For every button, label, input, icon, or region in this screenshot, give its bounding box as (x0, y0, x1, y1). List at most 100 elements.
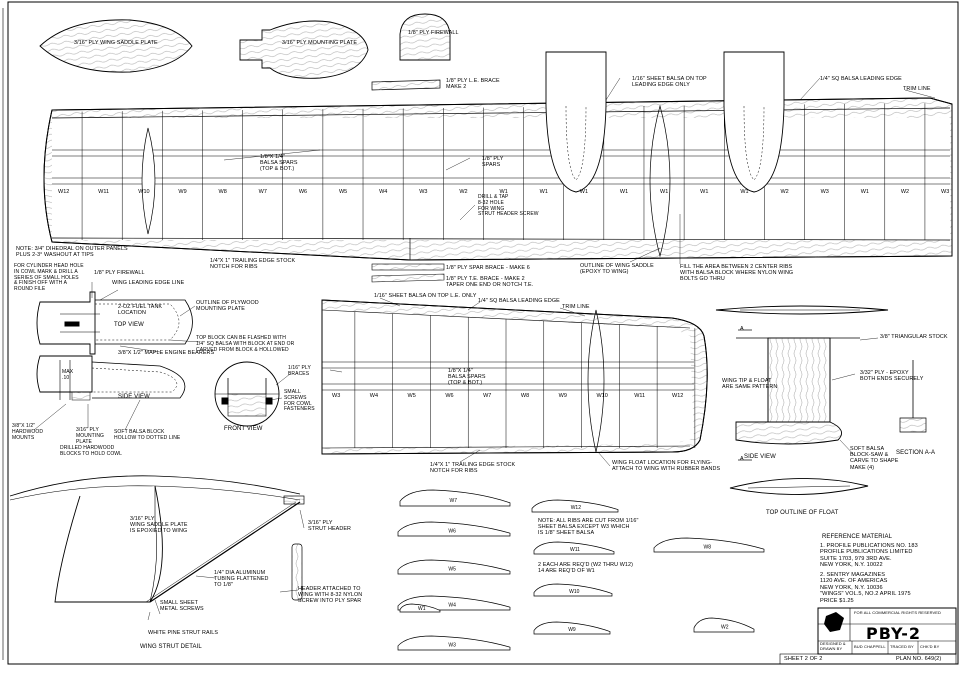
rib-template-shape (399, 489, 511, 507)
ribs-note: NOTE: ALL RIBS ARE CUT FROM 1/16" SHEET … (538, 518, 639, 537)
rib-template-shape (397, 559, 511, 575)
rights-text: FOR ALL COMMERCIAL RIGHTS RESERVED (854, 610, 942, 615)
small-screws-label: SMALL SCREWS FOR COWL FASTENERS (284, 389, 315, 413)
ply-braces-label: 1/16" PLY BRACES (288, 365, 311, 377)
nacelle-top-view (36, 291, 193, 355)
drawing-title: PBY-2 (866, 624, 922, 643)
trim-line-2-label: TRIM LINE (562, 304, 590, 310)
ply-epoxy-label: 3/32" PLY - EPOXY BOTH ENDS SECURELY (860, 370, 924, 383)
fuel-tank-label: 2-OZ FUEL TANK LOCATION (118, 304, 163, 317)
rib-template-label: W10 (569, 589, 580, 595)
max-label: MAX .10 (62, 369, 74, 381)
rib-template-shape (397, 521, 511, 537)
rib-template-shape (533, 621, 611, 635)
rib-template-label: W7 (450, 498, 458, 504)
le-brace-part (371, 79, 441, 91)
rib-template-label: W5 (448, 567, 456, 573)
plan-number: PLAN NO. 649(2) (896, 656, 942, 662)
main-wing-rib-label: W5 (339, 189, 347, 195)
soft-block-label: SOFT BALSA BLOCK HOLLOW TO DOTTED LINE (114, 429, 181, 441)
outer-panel-rib-label: W5 (408, 393, 416, 399)
rib-template-label: W1 (418, 606, 426, 612)
soft-balsa-float-label: SOFT BALSA BLOCK-SAW & CARVE TO SHAPE MA… (850, 446, 899, 471)
wing-le-line-label: WING LEADING EDGE LINE (112, 280, 185, 286)
sheet-border (7, 1, 959, 665)
main-wing-rib-label: W2 (459, 189, 467, 195)
outer-panel-rib-label: W10 (596, 393, 607, 399)
main-wing-rib-label: W3 (821, 189, 829, 195)
main-wing-rib-label: W1 (740, 189, 748, 195)
white-pine-label: WHITE PINE STRUT RAILS (148, 630, 219, 636)
outer-panel-rib-label: W6 (445, 393, 453, 399)
main-wing-rib-label: W1 (700, 189, 708, 195)
same-pattern-label: WING TIP & FLOAT ARE SAME PATTERN (722, 378, 778, 391)
left-nacelle (545, 51, 607, 193)
sheet-top-le-2-label: 1/16" SHEET BALSA ON TOP L.E. ONLY (374, 293, 477, 299)
title-block (779, 607, 957, 665)
trim-line-label: TRIM LINE (903, 86, 931, 92)
triangular-stock-label: 3/8" TRIANGULAR STOCK (880, 334, 948, 340)
checked-label: CHK'D BY (920, 644, 940, 649)
main-wing-rib-label: W3 (941, 189, 949, 195)
firewall-part (399, 13, 451, 61)
rib-template-shape (533, 583, 613, 597)
drill-tap-label: DRILL & TAP 8-32 HOLE FOR WING STRUT HEA… (478, 194, 539, 218)
saddle-outline-label: OUTLINE OF WING SADDLE (EPOXY TO WING) (580, 263, 654, 276)
main-wing-rib-label: W6 (299, 189, 307, 195)
rib-template-label: W2 (721, 625, 729, 631)
saddle-plate-epoxied-label: 3/16" PLY WING SADDLE PLATE IS EPOXIED T… (130, 516, 188, 535)
mounting-plate-part (239, 20, 369, 79)
rib-template-shape (397, 635, 511, 651)
top-view-caption: TOP VIEW (114, 322, 144, 328)
main-wing-rib-label: W2 (901, 189, 909, 195)
spar-brace-part (371, 263, 445, 271)
rib-template-shape (653, 537, 765, 553)
main-wing-rib-label: W9 (178, 189, 186, 195)
rib-template-label: W4 (448, 603, 456, 609)
outer-panel-rib-label: W8 (521, 393, 529, 399)
main-wing-rib-label: W1 (660, 189, 668, 195)
main-wing-rib-label: W4 (379, 189, 387, 195)
nacelle-front-view (214, 361, 280, 427)
mounting-plate-label: 3/16" PLY MOUNTING PLATE (282, 40, 358, 46)
firewall-label: 1/8" PLY FIREWALL (408, 30, 459, 36)
reference-item-1: 1. PROFILE PUBLICATIONS NO. 183 PROFILE … (820, 543, 918, 569)
ply-spars-label: 1/8" PLY SPARS (482, 156, 504, 169)
main-wing-rib-label: W12 (58, 189, 69, 195)
outer-panel-rib-label: W11 (634, 393, 645, 399)
rib-template-shape (531, 499, 619, 513)
reqd-note: 2 EACH ARE REQ'D (W2 THRU W12) 14 ARE RE… (538, 562, 633, 575)
rib-template-label: W11 (570, 547, 580, 553)
float-assembly (715, 305, 927, 495)
ply-mounting-plate-label: 3/16" PLY MOUNTING PLATE (76, 427, 105, 445)
float-side-view-caption: SIDE VIEW (744, 454, 776, 460)
main-wing-rib-label: W1 (580, 189, 588, 195)
main-wing-rib-label: W2 (780, 189, 788, 195)
header-attached-label: HEADER ATTACHED TO WING WITH 8-32 NYLON … (298, 586, 363, 605)
rib-template-shape (399, 603, 441, 613)
main-wing-rib-label: W1 (540, 189, 548, 195)
main-wing-rib-label: W1 (861, 189, 869, 195)
rib-template-label: W12 (571, 505, 582, 511)
nacelle-side-view (36, 355, 186, 401)
rib-template-label: W8 (704, 545, 712, 551)
side-view-caption: SIDE VIEW (118, 394, 150, 400)
balsa-spars-label: 1/8"X 1/4" BALSA SPARS (TOP & BOT.) (260, 154, 298, 173)
main-wing-rib-label: W11 (98, 189, 109, 195)
reference-heading: REFERENCE MATERIAL (822, 534, 893, 540)
te-brace-label: 1/8" PLY T.E. BRACE - MAKE 2 TAPER ONE E… (446, 276, 534, 289)
sheet-metal-screws-label: SMALL SHEET METAL SCREWS (160, 600, 204, 613)
hardwood-mounts-label: 3/8"X 1/2" HARDWOOD MOUNTS (12, 423, 44, 441)
front-view-caption: FRONT VIEW (224, 426, 263, 432)
main-wing-rib-label: W1 (500, 189, 508, 195)
rib-template-shape (693, 617, 755, 633)
main-wing-rib-label: W10 (138, 189, 149, 195)
te-stock-label: 1/4"X 1" TRAILING EDGE STOCK NOTCH FOR R… (210, 258, 296, 271)
outer-wing-panel-plan (321, 299, 708, 455)
top-block-label: TOP BLOCK CAN BE FLASHED WITH 1/4" SQ BA… (196, 335, 295, 353)
le-brace-label: 1/8" PLY L.E. BRACE MAKE 2 (446, 78, 500, 91)
sq-balsa-le-label: 1/4" SQ BALSA LEADING EDGE (820, 76, 902, 82)
